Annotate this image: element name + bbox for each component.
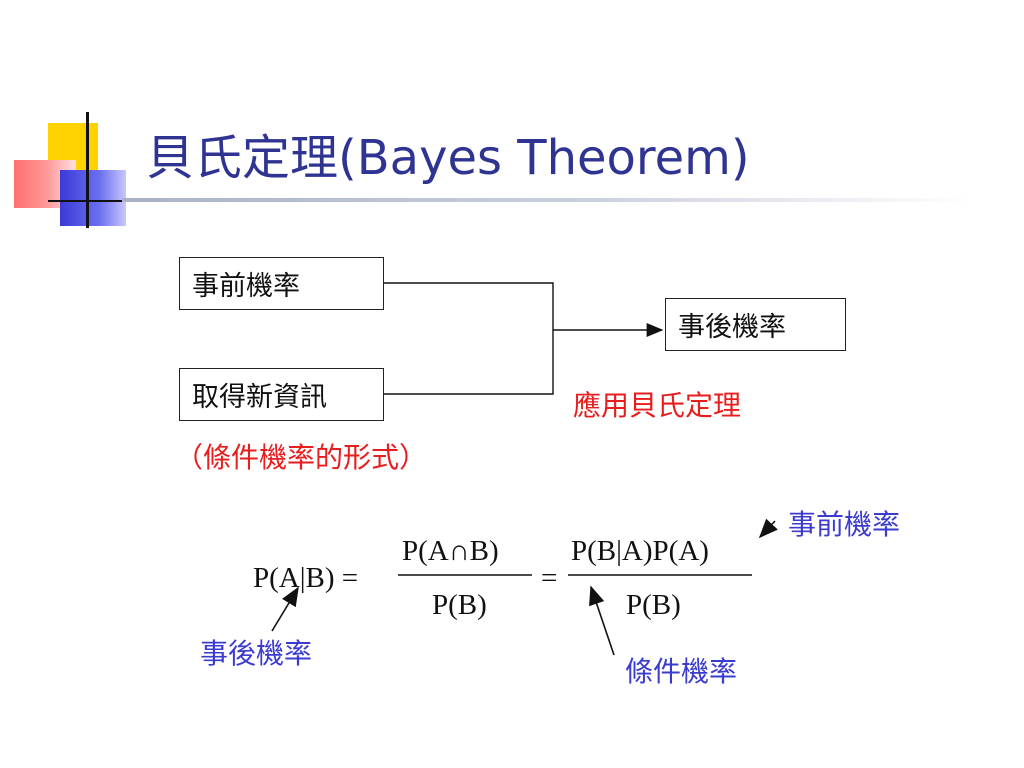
- connector-info: [384, 330, 554, 395]
- formula-equals-2: =: [541, 562, 557, 594]
- slide-title: 貝氏定理(Bayes Theorem): [146, 130, 750, 186]
- prior-pointer-arrow: [758, 518, 778, 539]
- formula-conditional-label: 條件機率: [625, 655, 738, 688]
- apply-bayes-label: 應用貝氏定理: [573, 389, 742, 422]
- prior-probability-box: 事前機率: [179, 257, 384, 310]
- title-underline: [122, 198, 974, 202]
- decor-blue-square: [60, 170, 126, 226]
- posterior-pointer-arrow: [271, 586, 299, 632]
- conditional-pointer-arrow: [589, 585, 615, 656]
- formula-denominator-1: P(B): [432, 589, 487, 621]
- formula-denominator-2: P(B): [626, 589, 681, 621]
- formula-prior-label: 事前機率: [788, 508, 901, 541]
- formula-numerator-2: P(B|A)P(A): [571, 535, 709, 567]
- bayes-formula: P(A|B) = P(A∩B) P(B) = P(B|A)P(A) P(B): [253, 535, 752, 621]
- posterior-probability-box: 事後機率: [665, 298, 846, 351]
- decor-horizontal-line: [48, 200, 122, 202]
- new-information-box: 取得新資訊: [179, 368, 384, 421]
- formula-posterior-label: 事後機率: [200, 637, 313, 670]
- decor-vertical-line: [86, 112, 89, 228]
- connector-prior: [384, 282, 554, 330]
- formula-lhs: P(A|B) =: [253, 562, 358, 594]
- conditional-form-label: （條件機率的形式）: [175, 441, 428, 474]
- formula-numerator-1: P(A∩B): [402, 535, 499, 567]
